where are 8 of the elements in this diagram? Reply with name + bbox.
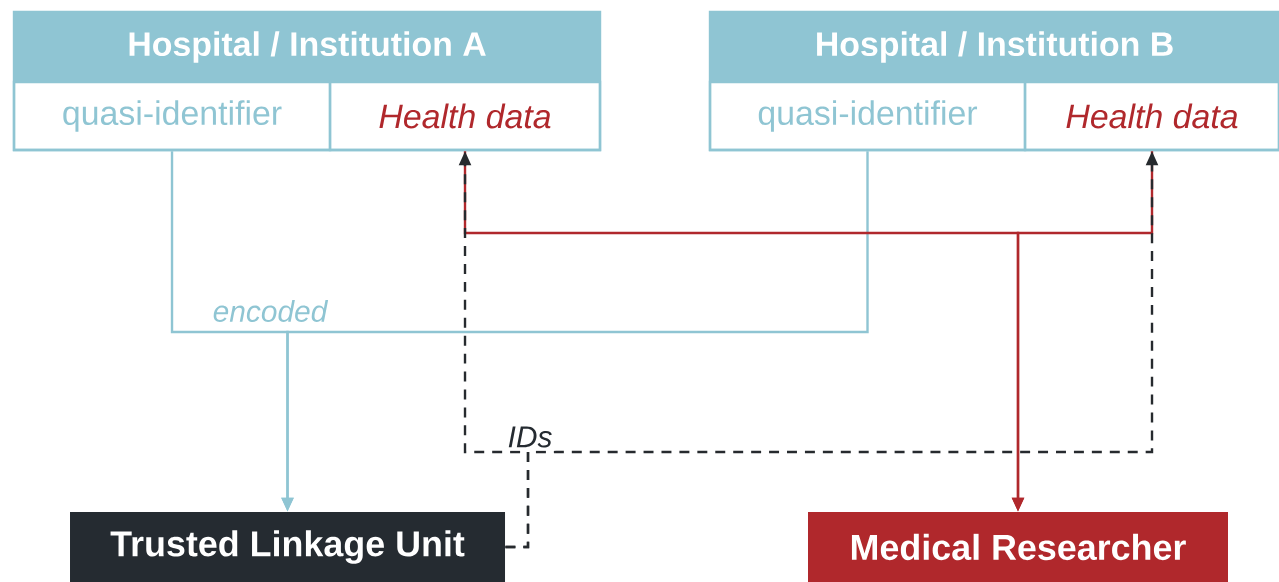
identifier-cell: quasi-identifier — [708, 80, 1027, 152]
edge-label: IDs — [504, 423, 556, 451]
researcher-box: Medical Researcher — [808, 512, 1228, 582]
health-data-cell: Health data — [1023, 80, 1279, 152]
edge-label: encoded — [209, 297, 331, 325]
linkage-unit-box: Trusted Linkage Unit — [70, 512, 505, 582]
identifier-cell: quasi-identifier — [12, 80, 332, 152]
health-data-cell: Health data — [328, 80, 602, 152]
